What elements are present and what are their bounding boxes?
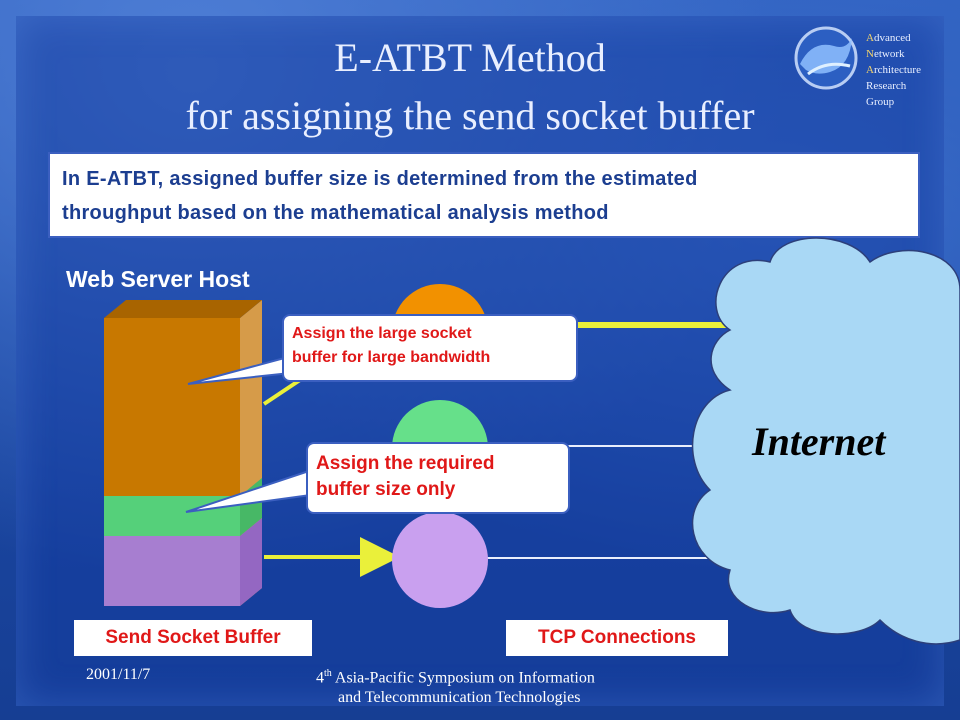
buffer-large-segment: [104, 318, 240, 496]
tcp-connections-label: TCP Connections: [506, 620, 728, 656]
slide-title-line1: E-ATBT Method: [334, 35, 606, 80]
callout-required-line2: buffer size only: [316, 479, 456, 500]
footer-venue: 4th Asia-Pacific Symposium on Informatio…: [316, 664, 656, 708]
buffer-small-segment: [104, 536, 240, 606]
callout-required-line1: Assign the required: [316, 453, 495, 474]
logo-line: Group: [866, 96, 895, 108]
connection-line-top: [472, 322, 732, 328]
logo-line: Advanced: [866, 32, 911, 44]
intro-line2: throughput based on the mathematical ana…: [62, 202, 609, 224]
connection-lines: [472, 322, 732, 559]
web-server-host-label: Web Server Host: [66, 266, 250, 292]
logo-text: Advanced Network Architecture Research G…: [866, 30, 921, 110]
internet-label: Internet: [752, 419, 886, 464]
logo-line: Network: [866, 48, 905, 60]
connection-node-purple: [392, 512, 488, 608]
connection-line-bottom: [472, 557, 712, 559]
logo-line: Architecture: [866, 64, 921, 76]
callout-large-line2: buffer for large bandwidth: [292, 349, 491, 366]
callout-required-buffer: Assign the required buffer size only: [306, 442, 570, 514]
intro-box: In E-ATBT, assigned buffer size is deter…: [48, 152, 920, 238]
callout-large-line1: Assign the large socket: [292, 325, 472, 342]
slide-title-line2: for assigning the send socket buffer: [185, 93, 755, 138]
buffer-side-small: [240, 518, 262, 606]
arrow-top: [262, 378, 302, 406]
send-socket-buffer-label: Send Socket Buffer: [74, 620, 312, 656]
footer-date: 2001/11/7: [86, 666, 151, 683]
callout-large-buffer: Assign the large socket buffer for large…: [282, 314, 578, 382]
footer-venue-line2: and Telecommunication Technologies: [338, 689, 581, 707]
intro-line1: In E-ATBT, assigned buffer size is deter…: [62, 168, 698, 190]
footer-venue-line1: 4th Asia-Pacific Symposium on Informatio…: [316, 668, 595, 687]
send-socket-buffer-stack: [104, 300, 262, 606]
internet-cloud: [691, 237, 960, 645]
logo-emblem-icon: [794, 26, 858, 90]
connection-line-middle: [472, 445, 712, 447]
logo-line: Research: [866, 80, 907, 92]
buffer-top-face: [104, 300, 262, 318]
